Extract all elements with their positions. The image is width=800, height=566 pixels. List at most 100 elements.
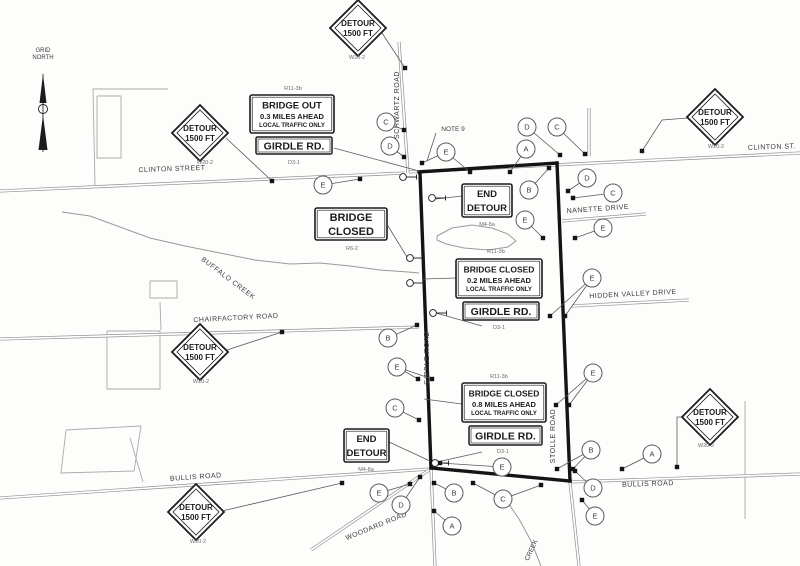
callout-b-17: B: [581, 440, 601, 460]
sign-location-marker-1: [269, 178, 275, 184]
barricade-node-1: [428, 194, 446, 202]
sign-location-marker-10: [357, 176, 363, 182]
end-detour-sign-north-inner-border: [463, 185, 511, 216]
detour-sign-north-line-1: 1500 FT: [343, 29, 373, 38]
sign-location-marker-6: [401, 127, 407, 133]
road-label-bullis-road-8: BULLIS ROAD: [170, 472, 222, 483]
end-detour-sign-south-leader-0: [388, 441, 431, 462]
barricade-circle: [429, 309, 437, 317]
callout-b-7: B: [519, 180, 539, 200]
detour-sign-clinton-west-line-0: DETOUR: [183, 124, 217, 133]
north-arrow-head: [39, 74, 47, 103]
detour-sign-chairfactory-code: W20-2: [193, 379, 209, 385]
sign-location-marker-37: [470, 480, 476, 486]
bridge-closed-02-sign-street-name: GIRDLE RD.: [471, 306, 532, 318]
callout-letter: E: [320, 181, 325, 190]
bridge-closed-02-sign-leader-1: [435, 312, 483, 327]
barricade-node-0: [399, 173, 417, 181]
callout-c-9: C: [603, 183, 623, 203]
road-core-bullis-road-east: [569, 473, 800, 483]
bridge-closed-08-sign-line-0: BRIDGE CLOSED: [469, 389, 540, 399]
callout-e-21: E: [492, 457, 512, 477]
end-detour-sign-north-line-1: DETOUR: [467, 203, 507, 214]
callout-e-3: E: [313, 175, 333, 195]
detour-sign-clinton-west-diamond: [170, 103, 230, 163]
end-detour-sign-south-code-below: M4-8a: [358, 467, 375, 473]
callout-letter: D: [398, 501, 404, 510]
callout-c-5: C: [547, 117, 567, 137]
bridge-closed-08-sign-leader-0: [423, 398, 463, 405]
bridge-closed-sign-line-0: BRIDGE: [330, 212, 373, 224]
detour-sign-bullis-west-line-0: DETOUR: [179, 503, 213, 512]
bridge-out-sign-line-1: 0.3 MILES AHEAD: [260, 112, 324, 121]
road-label-girdle-road-6: GIRDLE ROAD: [424, 331, 431, 385]
callout-letter: A: [523, 145, 528, 154]
callout-circle: [313, 175, 333, 195]
callout-letter: C: [383, 118, 389, 127]
sign-location-marker-17: [540, 235, 546, 241]
bridge-closed-sign-line-1: CLOSED: [328, 226, 374, 238]
detour-sign-north-diamond-inner: [334, 4, 382, 52]
callout-letter: D: [590, 484, 596, 493]
callout-letter: E: [522, 216, 527, 225]
sign-location-marker-31: [579, 497, 585, 503]
callout-letter: B: [451, 489, 456, 498]
callout-circle: [376, 112, 396, 132]
barricade-node-3: [406, 279, 424, 287]
sign-location-marker-20: [562, 313, 568, 319]
bridge-out-sign-leader-0: [333, 147, 420, 172]
sign-location-marker-22: [415, 376, 421, 382]
callout-letter: E: [590, 369, 595, 378]
sign-location-marker-35: [431, 480, 437, 486]
callout-circle: [492, 457, 512, 477]
buffalo-creek-label: BUFFALO CREEK: [200, 256, 257, 301]
detour-sign-clinton-west-diamond-inner: [176, 109, 224, 157]
girdle-road-detour-segment: [418, 171, 433, 470]
road-label-schwartz-road-2: SCHWARTZ ROAD: [394, 71, 401, 139]
callout-letter: B: [526, 186, 531, 195]
barricade-node-5: [431, 459, 449, 467]
callout-letter: A: [649, 450, 654, 459]
bridge-closed-sign-leader-0: [387, 225, 408, 258]
barricade-circle: [406, 279, 414, 287]
callout-circle: [547, 117, 567, 137]
callout-circle: [583, 363, 603, 383]
detour-sign-clinton-west-line-1: 1500 FT: [185, 134, 215, 143]
bridge-closed-02-sign-line-0: BRIDGE CLOSED: [464, 265, 535, 275]
sign-location-marker-34: [417, 474, 423, 480]
bridge-out-sign-box: [249, 94, 335, 134]
detour-sign-bullis-east-line-0: DETOUR: [693, 408, 727, 417]
end-detour-sign-north-line-0: END: [477, 189, 497, 200]
parcel-w-stub: [159, 301, 162, 331]
barricade-circle: [431, 459, 439, 467]
road-label-clinton-street-0: CLINTON STREET: [138, 165, 206, 174]
callout-letter: C: [392, 404, 398, 413]
bridge-closed-02-sign-leader-0: [422, 277, 457, 280]
bridge-closed-sign-inner-border: [316, 209, 386, 239]
sign-location-marker-2: [279, 329, 285, 335]
road-core-schwartz-road: [398, 41, 409, 174]
road-label-clinton-st--1: CLINTON ST.: [748, 143, 796, 152]
callout-letter: C: [554, 123, 560, 132]
callout-e-11: E: [593, 218, 613, 238]
north-arrow-tail: [38, 115, 48, 150]
callout-letter: D: [524, 123, 530, 132]
detour-sign-bullis-west-code: W20-2: [190, 539, 206, 545]
detour-sign-north-leader: [381, 32, 406, 69]
sign-location-marker-9: [467, 169, 473, 175]
barricade-node-2: [406, 254, 424, 262]
callout-d-23: D: [391, 495, 411, 515]
callout-letter: E: [592, 512, 597, 521]
callout-b-24: B: [444, 483, 464, 503]
detour-sign-clinton-east-code: W20-2: [708, 144, 724, 150]
callout-circle: [593, 218, 613, 238]
callout-letter: C: [500, 495, 506, 504]
sign-location-marker-5: [639, 148, 645, 154]
detour-sign-north-code: W20-2: [349, 55, 365, 61]
sign-location-marker-12: [582, 151, 588, 157]
